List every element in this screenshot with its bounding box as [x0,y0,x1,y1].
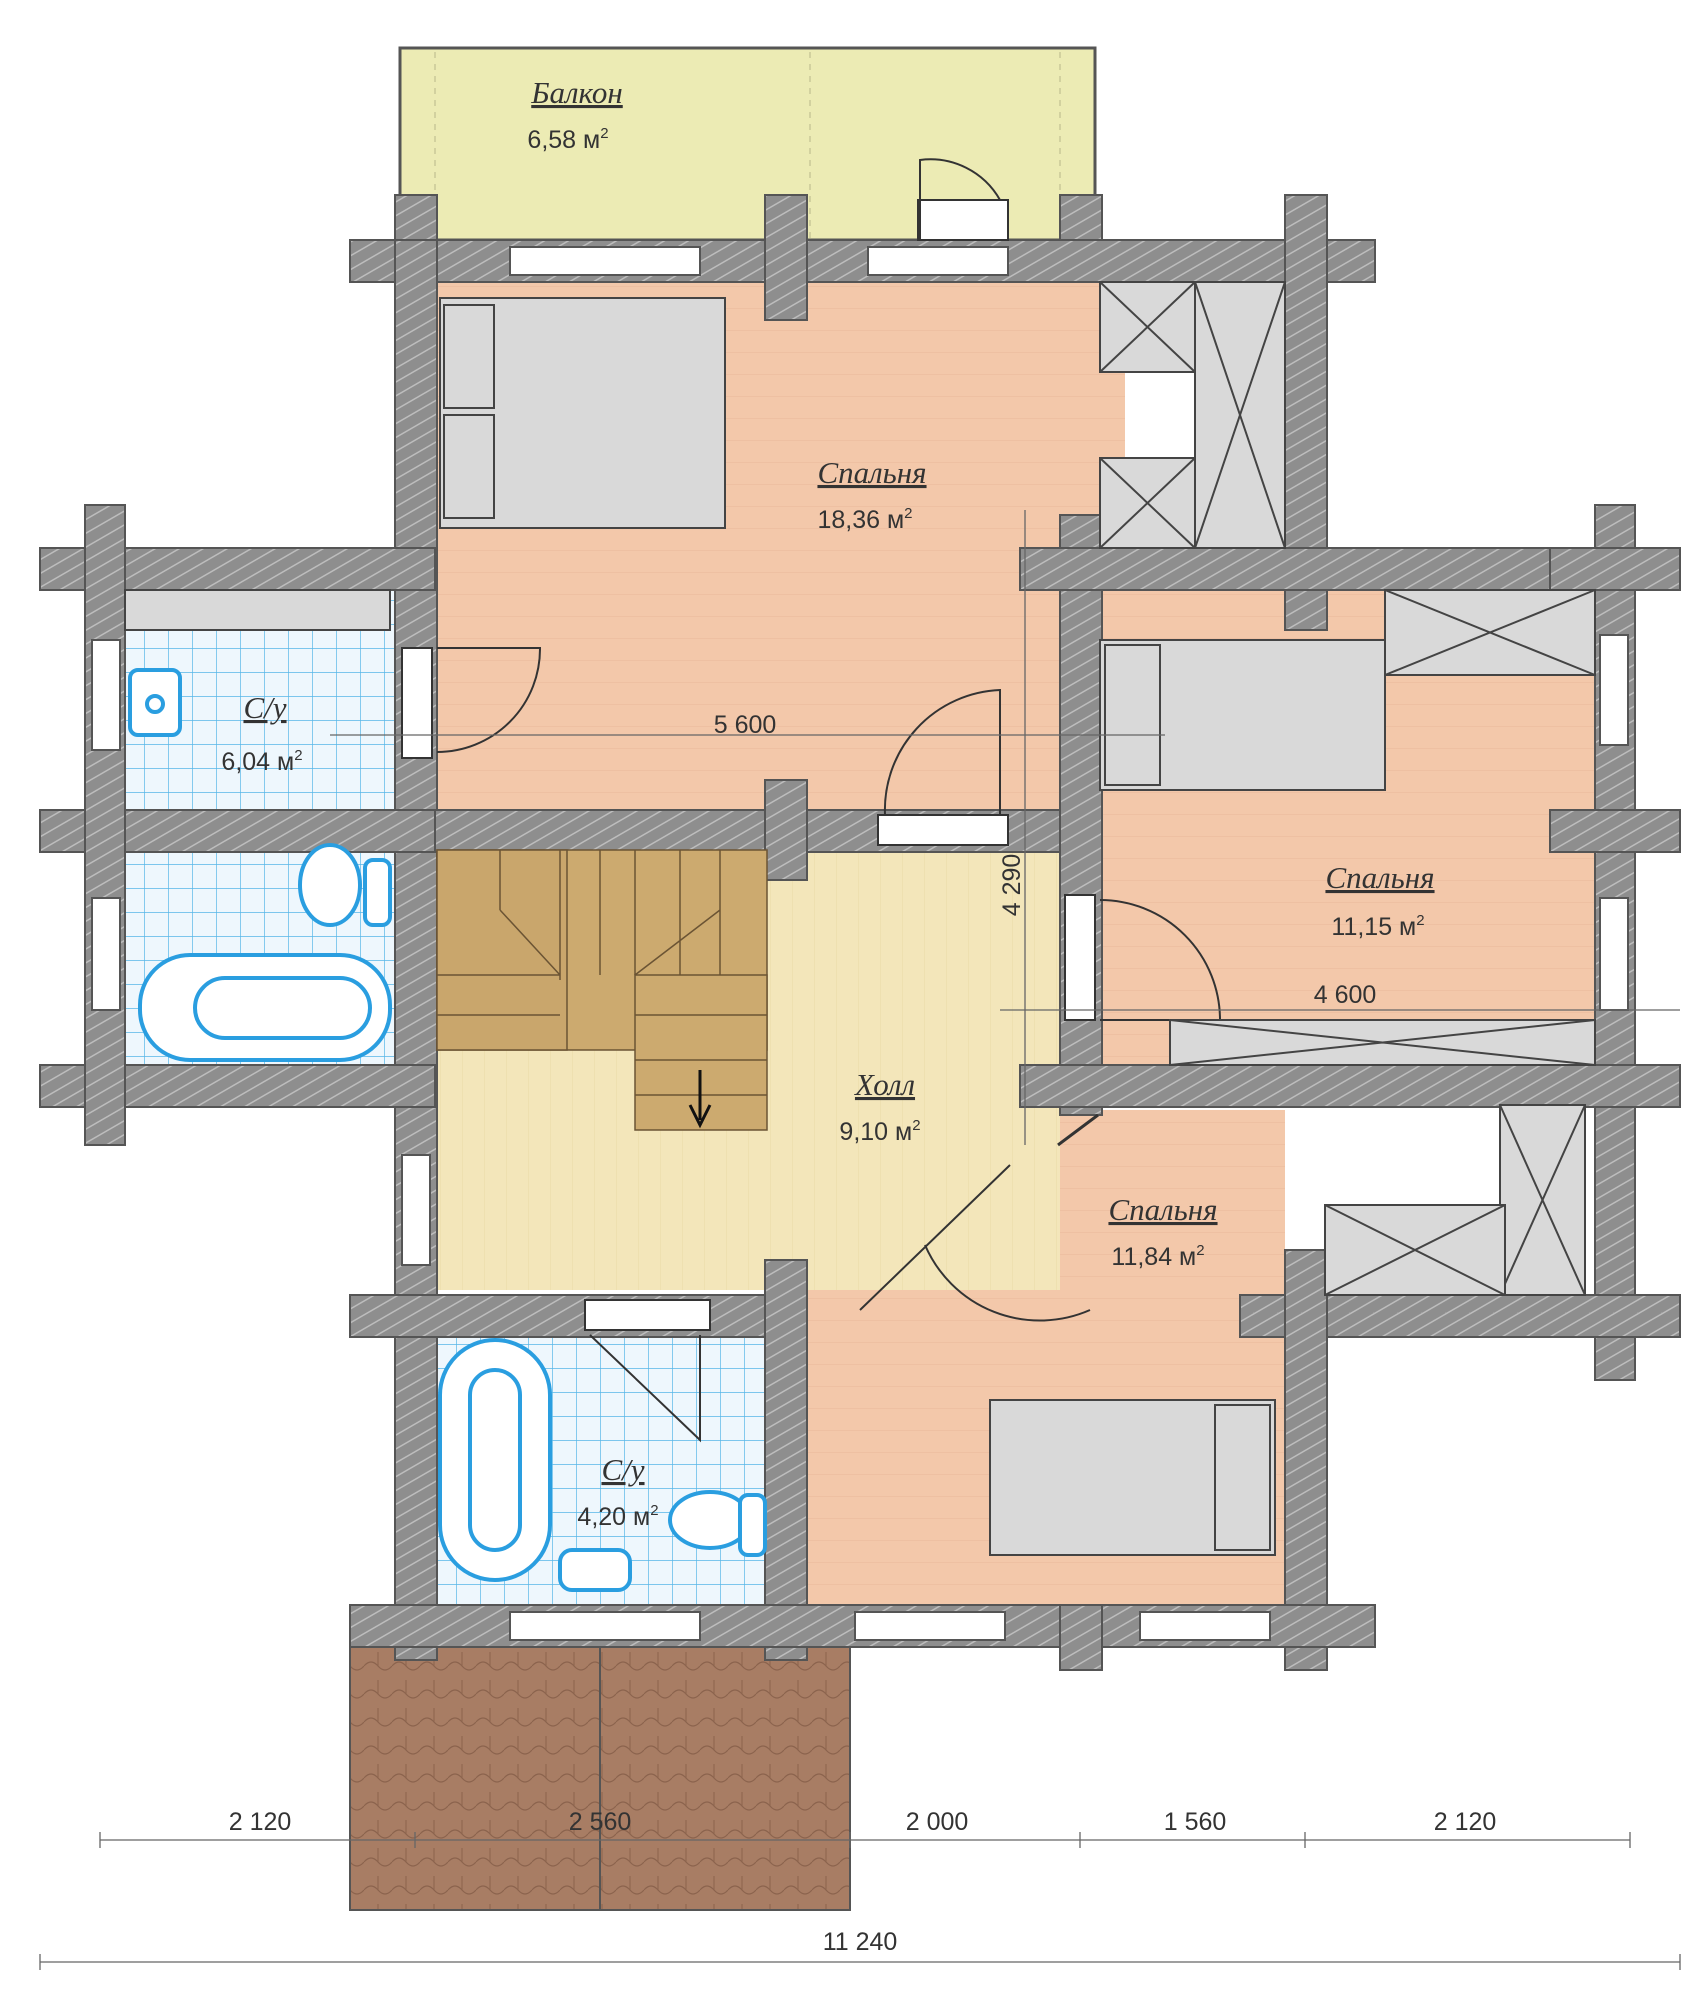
svg-text:18,36 м2: 18,36 м2 [817,505,912,534]
dimension-label: 2 000 [906,1808,969,1836]
dimension-label: 2 560 [569,1808,632,1836]
room-name: Спальня [1325,860,1434,895]
room-name: Спальня [1108,1192,1217,1227]
room-area: 18,36 м [817,506,904,534]
room-label-left-bathroom: С/у 6,04 м2 [221,690,302,776]
room-area: 11,84 м [1111,1243,1196,1271]
room-area: 9,10 м [839,1118,912,1146]
room-area: 6,58 м [527,126,600,154]
plumbing [128,668,767,1592]
room-area: 6,04 м [221,748,294,776]
room-name: Спальня [817,455,926,490]
dimension-label: 2 120 [229,1808,292,1836]
svg-text:4,20 м2: 4,20 м2 [577,1502,658,1531]
room-label-lower-bedroom: Спальня 11,84 м2 [1108,1192,1217,1271]
dimension-label: 5 600 [714,711,777,739]
dimension-label: 4 600 [1314,981,1377,1009]
doors [401,158,1222,1443]
area-superscript: 2 [912,1117,920,1134]
dimension-label: 1 560 [1164,1808,1227,1836]
windows [91,246,1629,1641]
area-superscript: 2 [650,1502,658,1519]
room-name: Балкон [530,75,623,110]
room-name: С/у [243,690,286,725]
room-label-right-bedroom: Спальня 11,15 м2 [1325,860,1434,941]
area-superscript: 2 [294,747,302,764]
area-superscript: 2 [904,505,912,522]
dimension-label: 4 290 [998,854,1026,917]
svg-text:6,04 м2: 6,04 м2 [221,747,302,776]
room-name: С/у [601,1452,644,1487]
svg-text:6,58 м2: 6,58 м2 [527,125,608,154]
room-area: 4,20 м [577,1503,650,1531]
room-label-master-bedroom: Спальня 18,36 м2 [817,455,926,534]
svg-text:9,10 м2: 9,10 м2 [839,1117,920,1146]
svg-text:11,15 м2: 11,15 м2 [1331,912,1424,941]
area-superscript: 2 [1416,912,1424,929]
dimension-label: 2 120 [1434,1808,1497,1836]
area-superscript: 2 [1196,1242,1204,1259]
room-name: Холл [853,1067,915,1102]
room-label-balcony: Балкон 6,58 м2 [527,75,622,154]
room-area: 11,15 м [1331,913,1416,941]
svg-text:11,84 м2: 11,84 м2 [1111,1242,1204,1271]
furniture [124,281,1596,1556]
stairs [436,849,768,1131]
total-dimension-label: 11 240 [823,1928,898,1956]
dimension-lines [39,510,1681,1970]
area-superscript: 2 [600,125,608,142]
room-label-lower-bathroom: С/у 4,20 м2 [577,1452,658,1531]
room-label-hall: Холл 9,10 м2 [839,1067,920,1146]
